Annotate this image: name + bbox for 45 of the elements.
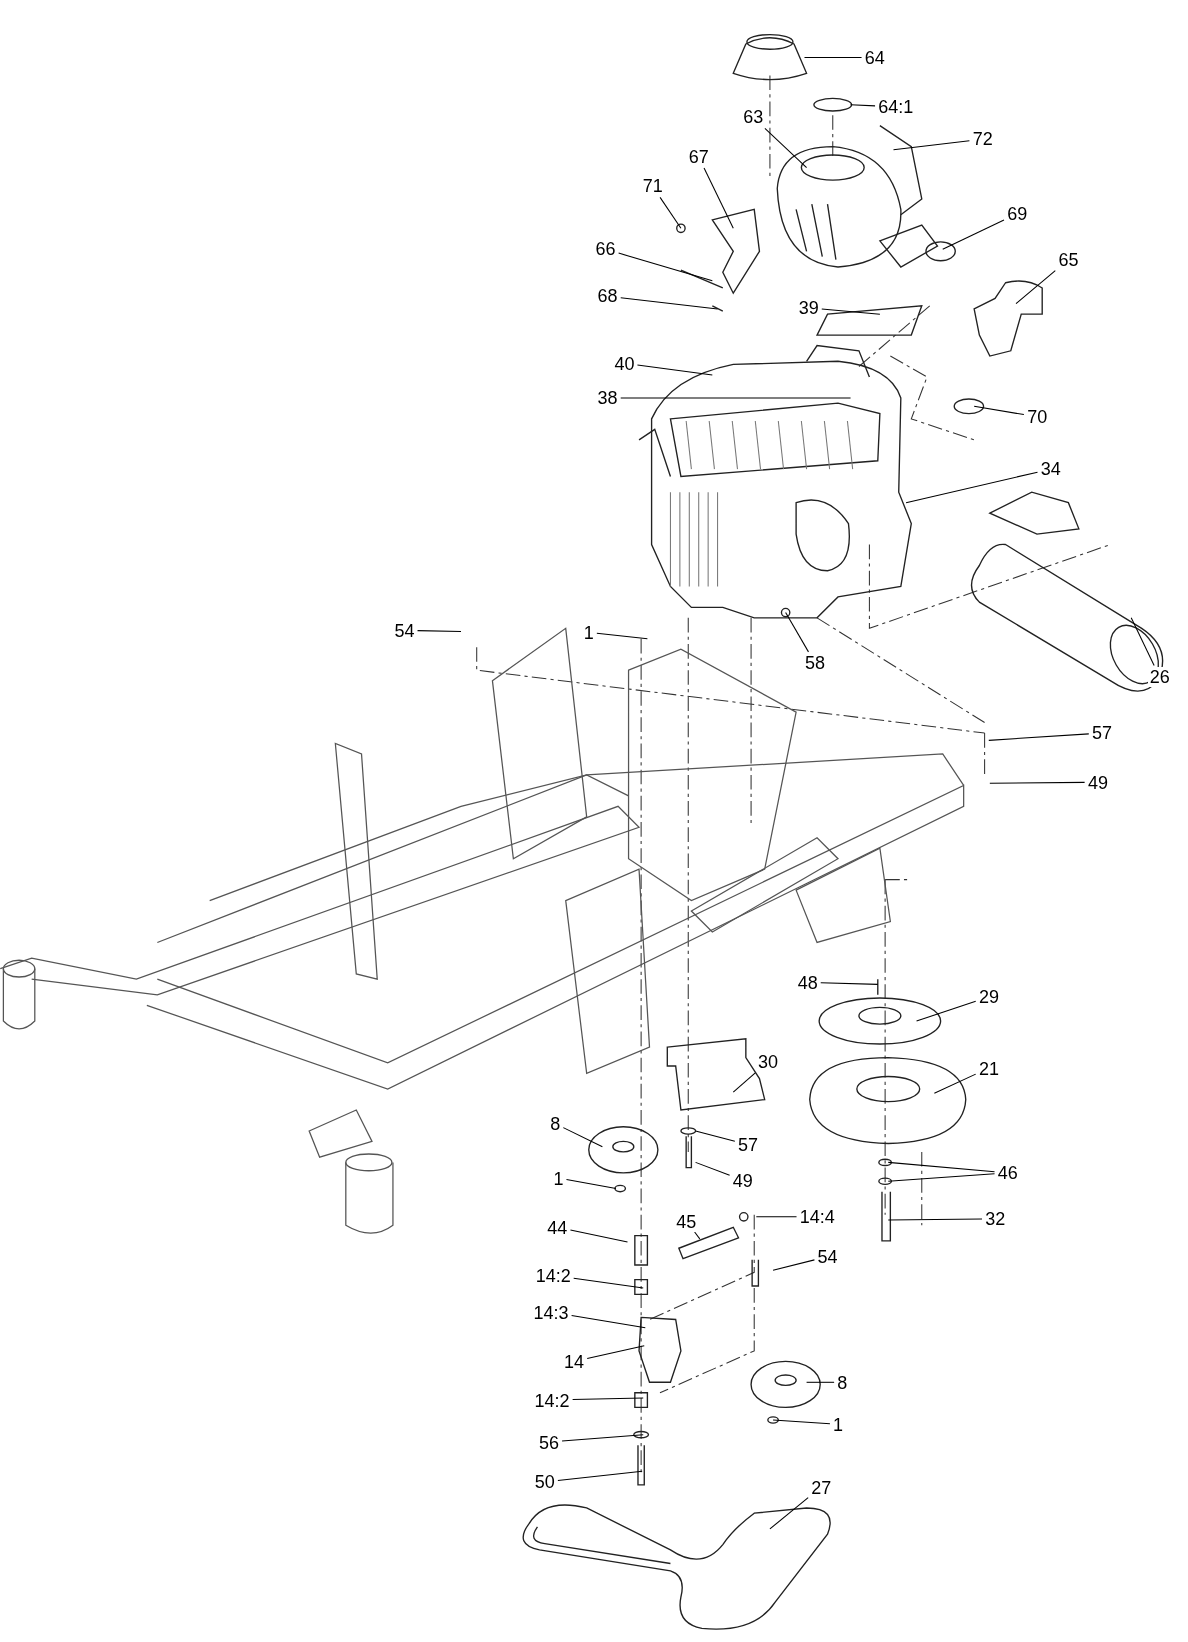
leader-line — [561, 1434, 644, 1442]
leader-line — [586, 1345, 645, 1359]
leader-line — [573, 1277, 644, 1289]
leader-line — [769, 1497, 809, 1530]
leader-line — [887, 1161, 996, 1173]
leader-line — [618, 252, 713, 282]
leader-line — [417, 630, 462, 632]
leader-line — [755, 1216, 798, 1218]
leader-line — [803, 57, 863, 59]
leader-line — [732, 1072, 756, 1093]
leader-line — [988, 733, 1090, 741]
leader-line — [596, 632, 648, 640]
leader-line — [620, 397, 852, 399]
leader-line — [572, 1397, 644, 1401]
leader-line — [806, 1381, 835, 1383]
leader-line — [695, 1130, 736, 1142]
leader-line — [850, 104, 876, 107]
leader-line — [703, 167, 734, 229]
leader-line — [1130, 617, 1155, 666]
leader-line — [659, 196, 682, 229]
leader-line — [820, 982, 879, 985]
leader-line — [989, 781, 1086, 784]
leader-line — [694, 1231, 701, 1240]
leader-line — [1015, 270, 1056, 305]
leader-line — [772, 1419, 831, 1425]
leader-line — [772, 1259, 815, 1271]
leader-line — [887, 1173, 996, 1182]
leader-line — [636, 364, 713, 376]
leader-line — [785, 612, 809, 653]
leader-line — [887, 1218, 983, 1221]
leader-line — [821, 308, 881, 315]
leader-line — [916, 1000, 977, 1022]
leader-line — [620, 297, 719, 310]
leader-line — [905, 471, 1038, 504]
leader-line — [557, 1470, 643, 1481]
leader-line — [562, 1127, 603, 1148]
callout-number: 26 — [1147, 666, 1172, 687]
leader-line — [892, 140, 970, 151]
leader-line — [571, 1315, 646, 1329]
leader-line — [695, 1161, 731, 1176]
leader-line — [565, 1179, 617, 1190]
leader-line — [569, 1229, 629, 1243]
leader-line — [764, 127, 808, 169]
leader-line — [942, 219, 1005, 250]
leader-line — [973, 405, 1025, 416]
